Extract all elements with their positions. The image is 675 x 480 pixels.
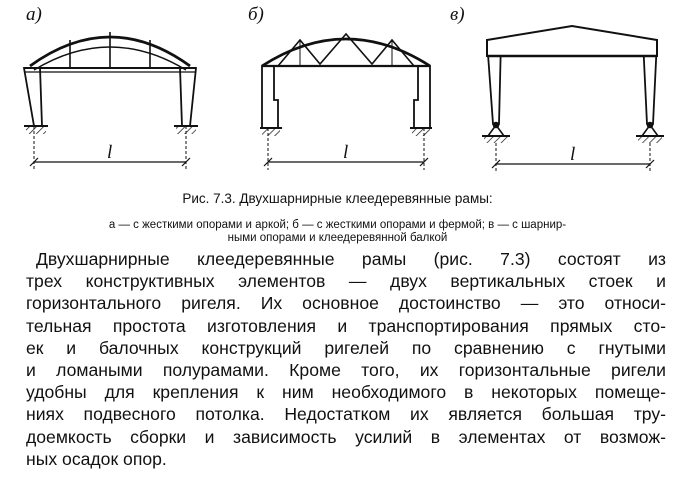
span-label-c: l	[570, 144, 575, 165]
frames-figure: а) б) в)	[0, 0, 675, 180]
paragraph-line: доемкость сборки и зависимость усилий в …	[26, 426, 666, 447]
paragraph-line: тельная простота изготовления и транспор…	[26, 315, 666, 336]
span-label-a: l	[107, 142, 112, 163]
label-b: б)	[248, 4, 264, 25]
label-c: в)	[450, 4, 465, 25]
paragraph-line: трех конструктивных элементов — двух вер…	[26, 271, 666, 292]
figure-caption-title: Рис. 7.3. Двухшарнирные клеедеревянные р…	[182, 191, 493, 206]
label-a: а)	[26, 4, 42, 25]
frame-b	[260, 32, 432, 170]
frame-a	[22, 32, 198, 170]
caption-legend-line: а — с жесткими опорами и аркой; б — с же…	[108, 219, 567, 231]
paragraph-line: горизонтального ригеля. Их основное дост…	[26, 293, 666, 314]
figure-caption-legend: а — с жесткими опорами и аркой; б — с же…	[0, 219, 675, 245]
paragraph-line: удобны для крепления к ним необходимого …	[26, 382, 666, 403]
span-label-b: l	[343, 142, 348, 163]
caption-legend-line: ными опорами и клеедеревянной балкой	[227, 232, 448, 244]
paragraph-line: ниях подвесного потолка. Недостатком их …	[26, 404, 666, 425]
paragraph-line: Двухшарнирные клеедеревянные рамы (рис. …	[36, 249, 666, 269]
paragraph-line: и ломаными полурамами. Кроме того, их го…	[26, 360, 666, 381]
frame-c	[482, 24, 664, 172]
frames-drawing: l l l	[22, 24, 664, 172]
paragraph-line: ек и балочных конструкций ригелей по сра…	[26, 337, 666, 358]
body-paragraph: Двухшарнирные клеедеревянные рамы (рис. …	[26, 248, 666, 470]
paragraph-line: ных осадок опор.	[26, 448, 167, 469]
